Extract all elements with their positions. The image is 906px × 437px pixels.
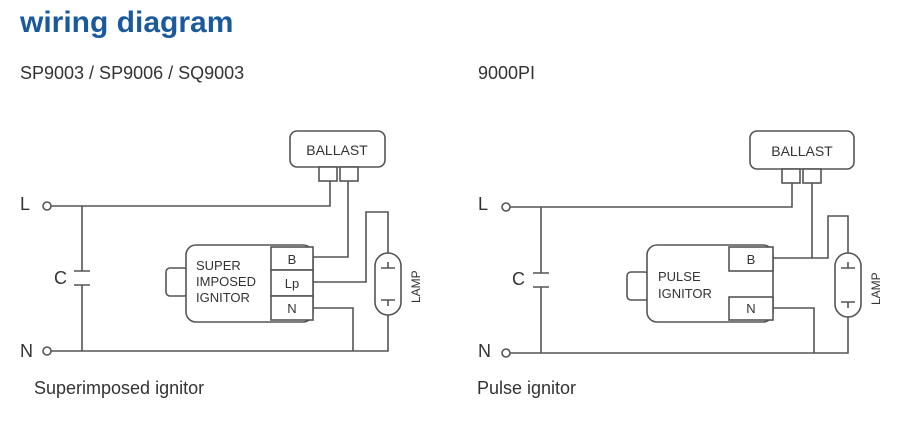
ignitor-plug <box>165 267 189 297</box>
line-terminal <box>42 201 52 211</box>
capacitor-label: C <box>54 268 67 288</box>
ignitor-label-line: IMPOSED <box>196 274 256 289</box>
lp-to-lamp-wire <box>313 211 389 283</box>
neutral-terminal-label: N <box>478 341 491 361</box>
n-to-neutral-wire <box>773 307 815 353</box>
caption-left: Superimposed ignitor <box>34 378 205 398</box>
n-to-neutral-wire <box>313 307 354 351</box>
neutral-terminal <box>501 348 511 358</box>
ignitor-label-line: PULSE <box>658 269 701 284</box>
neutral-terminal <box>42 346 52 356</box>
ignitor-plug <box>626 271 650 301</box>
lamp-label: LAMP <box>869 272 883 305</box>
model-label-right: 9000PI <box>478 63 536 83</box>
terminal-lp-label: Lp <box>285 276 299 291</box>
ballast-terminal <box>781 168 801 184</box>
terminal-b <box>728 246 774 272</box>
ballast-to-lamp-wire <box>812 215 849 259</box>
line-terminal-label: L <box>478 194 488 214</box>
neutral-terminal-label: N <box>20 341 33 361</box>
terminal-lp <box>270 269 314 297</box>
terminal-b-label: B <box>288 252 297 267</box>
neutral-wire <box>51 315 389 352</box>
ignitor-label-line: SUPER <box>196 258 241 273</box>
superimposed-ignitor-diagram: BALLAST L N C SUPER IMPOSED IGNITOR B Lp… <box>20 130 423 361</box>
ballast-to-b-wire <box>313 181 349 258</box>
terminal-n-label: N <box>746 301 755 316</box>
terminal-b-label: B <box>747 252 756 267</box>
capacitor-label: C <box>512 269 525 289</box>
line-wire <box>510 183 793 208</box>
ballast-label: BALLAST <box>771 143 833 159</box>
caption-right: Pulse ignitor <box>477 378 577 398</box>
terminal-n-label: N <box>287 301 296 316</box>
page-title: wiring diagram <box>20 6 234 39</box>
ballast-label: BALLAST <box>306 142 368 158</box>
neutral-wire <box>510 317 849 354</box>
ballast-box <box>749 130 855 170</box>
ballast-terminal <box>318 166 338 182</box>
ballast-terminal <box>339 166 359 182</box>
line-terminal <box>501 202 511 212</box>
ignitor-label-line: IGNITOR <box>658 286 712 301</box>
lamp-electrodes <box>841 262 855 308</box>
lamp <box>834 252 862 318</box>
ballast-terminal <box>802 168 822 184</box>
model-label-left: SP9003 / SP9006 / SQ9003 <box>20 63 245 83</box>
capacitor-symbol <box>74 270 90 286</box>
ignitor-label-line: IGNITOR <box>196 290 250 305</box>
lamp-electrodes <box>381 262 395 306</box>
lamp-label: LAMP <box>409 270 423 303</box>
line-terminal-label: L <box>20 194 30 214</box>
capacitor-symbol <box>533 272 549 288</box>
line-wire <box>51 181 331 207</box>
pulse-ignitor-diagram: BALLAST L N C PULSE IGNITOR B N LAMP <box>478 130 883 361</box>
